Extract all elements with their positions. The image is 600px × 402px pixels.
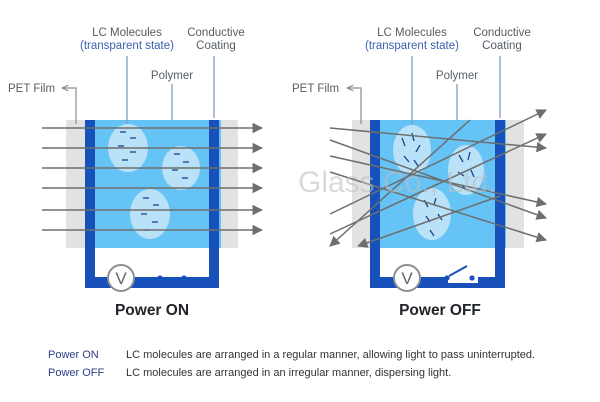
bottom-circuit-wire [85,278,219,288]
voltmeter-icon [393,264,421,292]
voltmeter-icon [107,264,135,292]
conductive-label: Conductive [473,27,531,39]
legend-row-power-off: Power OFF LC molecules are arranged in an… [48,364,535,382]
callout-lines [126,56,215,124]
legend-text: LC molecules are arranged in an irregula… [126,367,452,379]
switch-contact [157,275,163,281]
pet-callout [62,88,77,124]
pet-film-label: PET Film [8,83,55,95]
bottom-circuit-wire [370,278,505,288]
power-off-panel: V [292,27,548,319]
voltmeter-label: V [401,269,413,288]
lc-state-label: (transparent state) [80,40,174,52]
switch-contact [181,275,187,281]
coating-label: Coating [482,40,522,52]
legend-key: Power ON [48,349,99,361]
switch-contact [469,275,475,281]
panel-title: Power ON [115,302,189,319]
watermark-text: Glass Co., Ltd. [298,166,496,199]
legend: Power ON LC molecules are arranged in a r… [48,346,535,382]
polymer-label: Polymer [151,70,193,82]
left-electrode [85,120,95,288]
open-switch-lever [448,265,468,277]
left-electrode [370,120,380,288]
lc-state-label: (transparent state) [365,40,459,52]
pet-film-label: PET Film [292,83,339,95]
light-rays-scattered [329,109,548,248]
panel-title: Power OFF [399,302,481,319]
pet-callout [347,88,362,124]
voltmeter-label: V [115,269,127,288]
legend-row-power-on: Power ON LC molecules are arranged in a r… [48,346,535,364]
conductive-label: Conductive [187,27,245,39]
lc-molecules-label: LC Molecules [92,27,162,39]
callout-lines [411,56,501,124]
light-rays-straight [42,122,264,236]
polymer-label: Polymer [436,70,478,82]
power-on-panel: V [8,27,264,319]
right-electrode [209,120,219,288]
legend-text: LC molecules are arranged in a regular m… [126,349,536,361]
coating-label: Coating [196,40,236,52]
lc-molecules-random [393,125,484,240]
lc-molecules-label: LC Molecules [377,27,447,39]
right-electrode [495,120,505,288]
legend-key: Power OFF [48,367,105,379]
switch-contact [444,275,450,281]
